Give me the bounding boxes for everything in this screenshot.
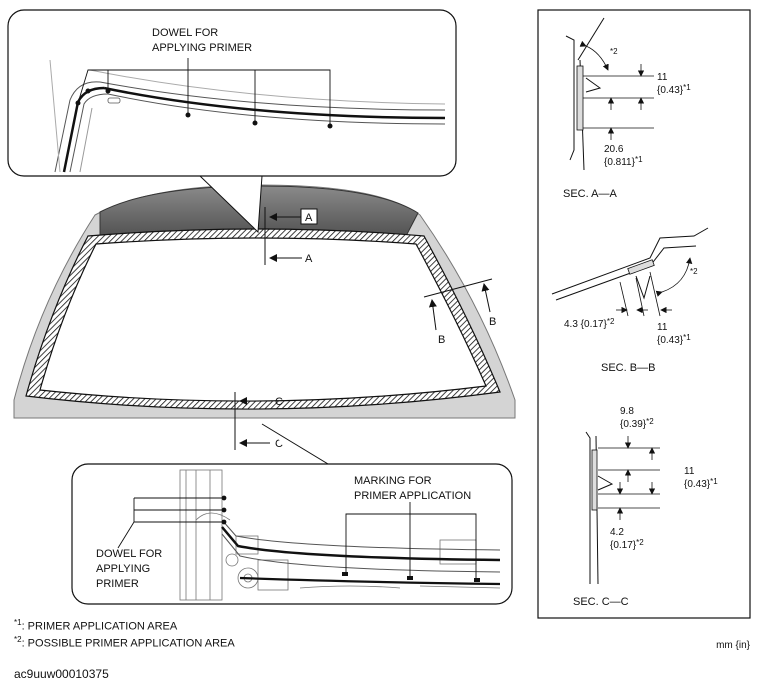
sec-cc-dim1-inch: {0.39} <box>620 419 647 430</box>
section-mark-c-top: C <box>275 396 283 408</box>
svg-text:4.3 {0.17}*2: 4.3 {0.17}*2 <box>564 317 615 330</box>
svg-text:{0.39}*2: {0.39}*2 <box>620 417 654 430</box>
section-mark-a-bottom: A <box>305 253 313 265</box>
sec-aa-dim1-inch: {0.43} <box>657 85 684 96</box>
sec-bb-dim2-value: 11 <box>657 322 668 333</box>
footnote-2-mark: *2 <box>14 635 22 644</box>
dowel-label-bottom-line3: PRIMER <box>96 578 139 590</box>
sec-cc-dim2-note: *1 <box>710 477 718 486</box>
sec-bb-dim2-note: *1 <box>683 333 691 342</box>
marking-label-line1: MARKING FOR <box>354 475 432 487</box>
sec-bb-dim2-inch: {0.43} <box>657 335 684 346</box>
footnote-1-mark: *1 <box>14 618 22 627</box>
section-bb-detail: *2 4.3 {0.17}*2 11 {0.43}*1 SEC. B—B <box>551 227 709 374</box>
bottom-detail-callout: DOWEL FOR APPLYING PRIMER MARKING FOR PR… <box>71 423 513 605</box>
figure-id: ac9uuw00010375 <box>14 667 109 681</box>
windshield-glass <box>39 237 487 402</box>
sec-aa-title: SEC. A—A <box>563 188 617 200</box>
sec-aa-dim1-value: 11 <box>657 72 668 83</box>
section-mark-c-bottom: C <box>275 438 283 450</box>
footnote-2: *2: POSSIBLE PRIMER APPLICATION AREA <box>14 635 235 650</box>
sec-cc-dim3-value: 4.2 <box>610 527 624 538</box>
section-mark-b-left: B <box>438 334 445 346</box>
sec-cc-dim1-value: 9.8 <box>620 406 634 417</box>
svg-text:{0.17}*2: {0.17}*2 <box>610 538 644 551</box>
svg-text:{0.43}*1: {0.43}*1 <box>657 83 691 96</box>
sec-bb-dim1-note: *2 <box>607 317 615 326</box>
section-cc-detail: 9.8 {0.39}*2 11 {0.43}*1 4.2 {0.17}*2 SE… <box>573 406 718 608</box>
section-mark-b-right: B <box>489 316 496 328</box>
sec-aa-dim2-note: *1 <box>635 155 643 164</box>
sec-bb-angle-note: *2 <box>690 267 698 276</box>
top-detail-callout: DOWEL FOR APPLYING PRIMER <box>7 9 457 234</box>
windshield-main-view: A A B B C C <box>13 184 516 450</box>
footnote-2-text: : POSSIBLE PRIMER APPLICATION AREA <box>21 637 235 650</box>
marking-label-line2: PRIMER APPLICATION <box>354 490 471 502</box>
svg-text:{0.811}*1: {0.811}*1 <box>604 155 643 168</box>
sec-aa-dim2-value: 20.6 <box>604 144 624 155</box>
svg-text:{0.43}*1: {0.43}*1 <box>657 333 691 346</box>
footnote-1-text: : PRIMER APPLICATION AREA <box>21 620 178 633</box>
units-label: mm {in} <box>716 640 750 651</box>
sec-cc-dim2-inch: {0.43} <box>684 479 711 490</box>
sec-cc-dim2-value: 11 <box>684 466 695 477</box>
sec-bb-title: SEC. B—B <box>601 362 655 374</box>
sections-panel <box>537 9 751 619</box>
sec-cc-dim3-note: *2 <box>636 538 644 547</box>
dowel-label-bottom-line2: APPLYING <box>96 563 150 575</box>
sec-aa-dim1-note: *1 <box>683 83 691 92</box>
sec-aa-dim2-inch: {0.811} <box>604 157 636 168</box>
sec-aa-angle-note: *2 <box>610 47 618 56</box>
section-aa-detail: *2 11 {0.43}*1 20.6 {0.811}*1 SEC. A—A <box>563 17 691 200</box>
sec-cc-dim1-note: *2 <box>646 417 654 426</box>
sec-cc-dim3-inch: {0.17} <box>610 540 637 551</box>
dowel-label-top-line2: APPLYING PRIMER <box>152 42 252 54</box>
sec-cc-title: SEC. C—C <box>573 596 629 608</box>
footnote-1: *1: PRIMER APPLICATION AREA <box>14 618 177 633</box>
dowel-label-top-line1: DOWEL FOR <box>152 27 218 39</box>
sec-bb-dim1: 4.3 {0.17} <box>564 319 607 330</box>
dowel-label-bottom-line1: DOWEL FOR <box>96 548 162 560</box>
section-mark-a-top: A <box>305 212 313 224</box>
svg-text:{0.43}*1: {0.43}*1 <box>684 477 718 490</box>
